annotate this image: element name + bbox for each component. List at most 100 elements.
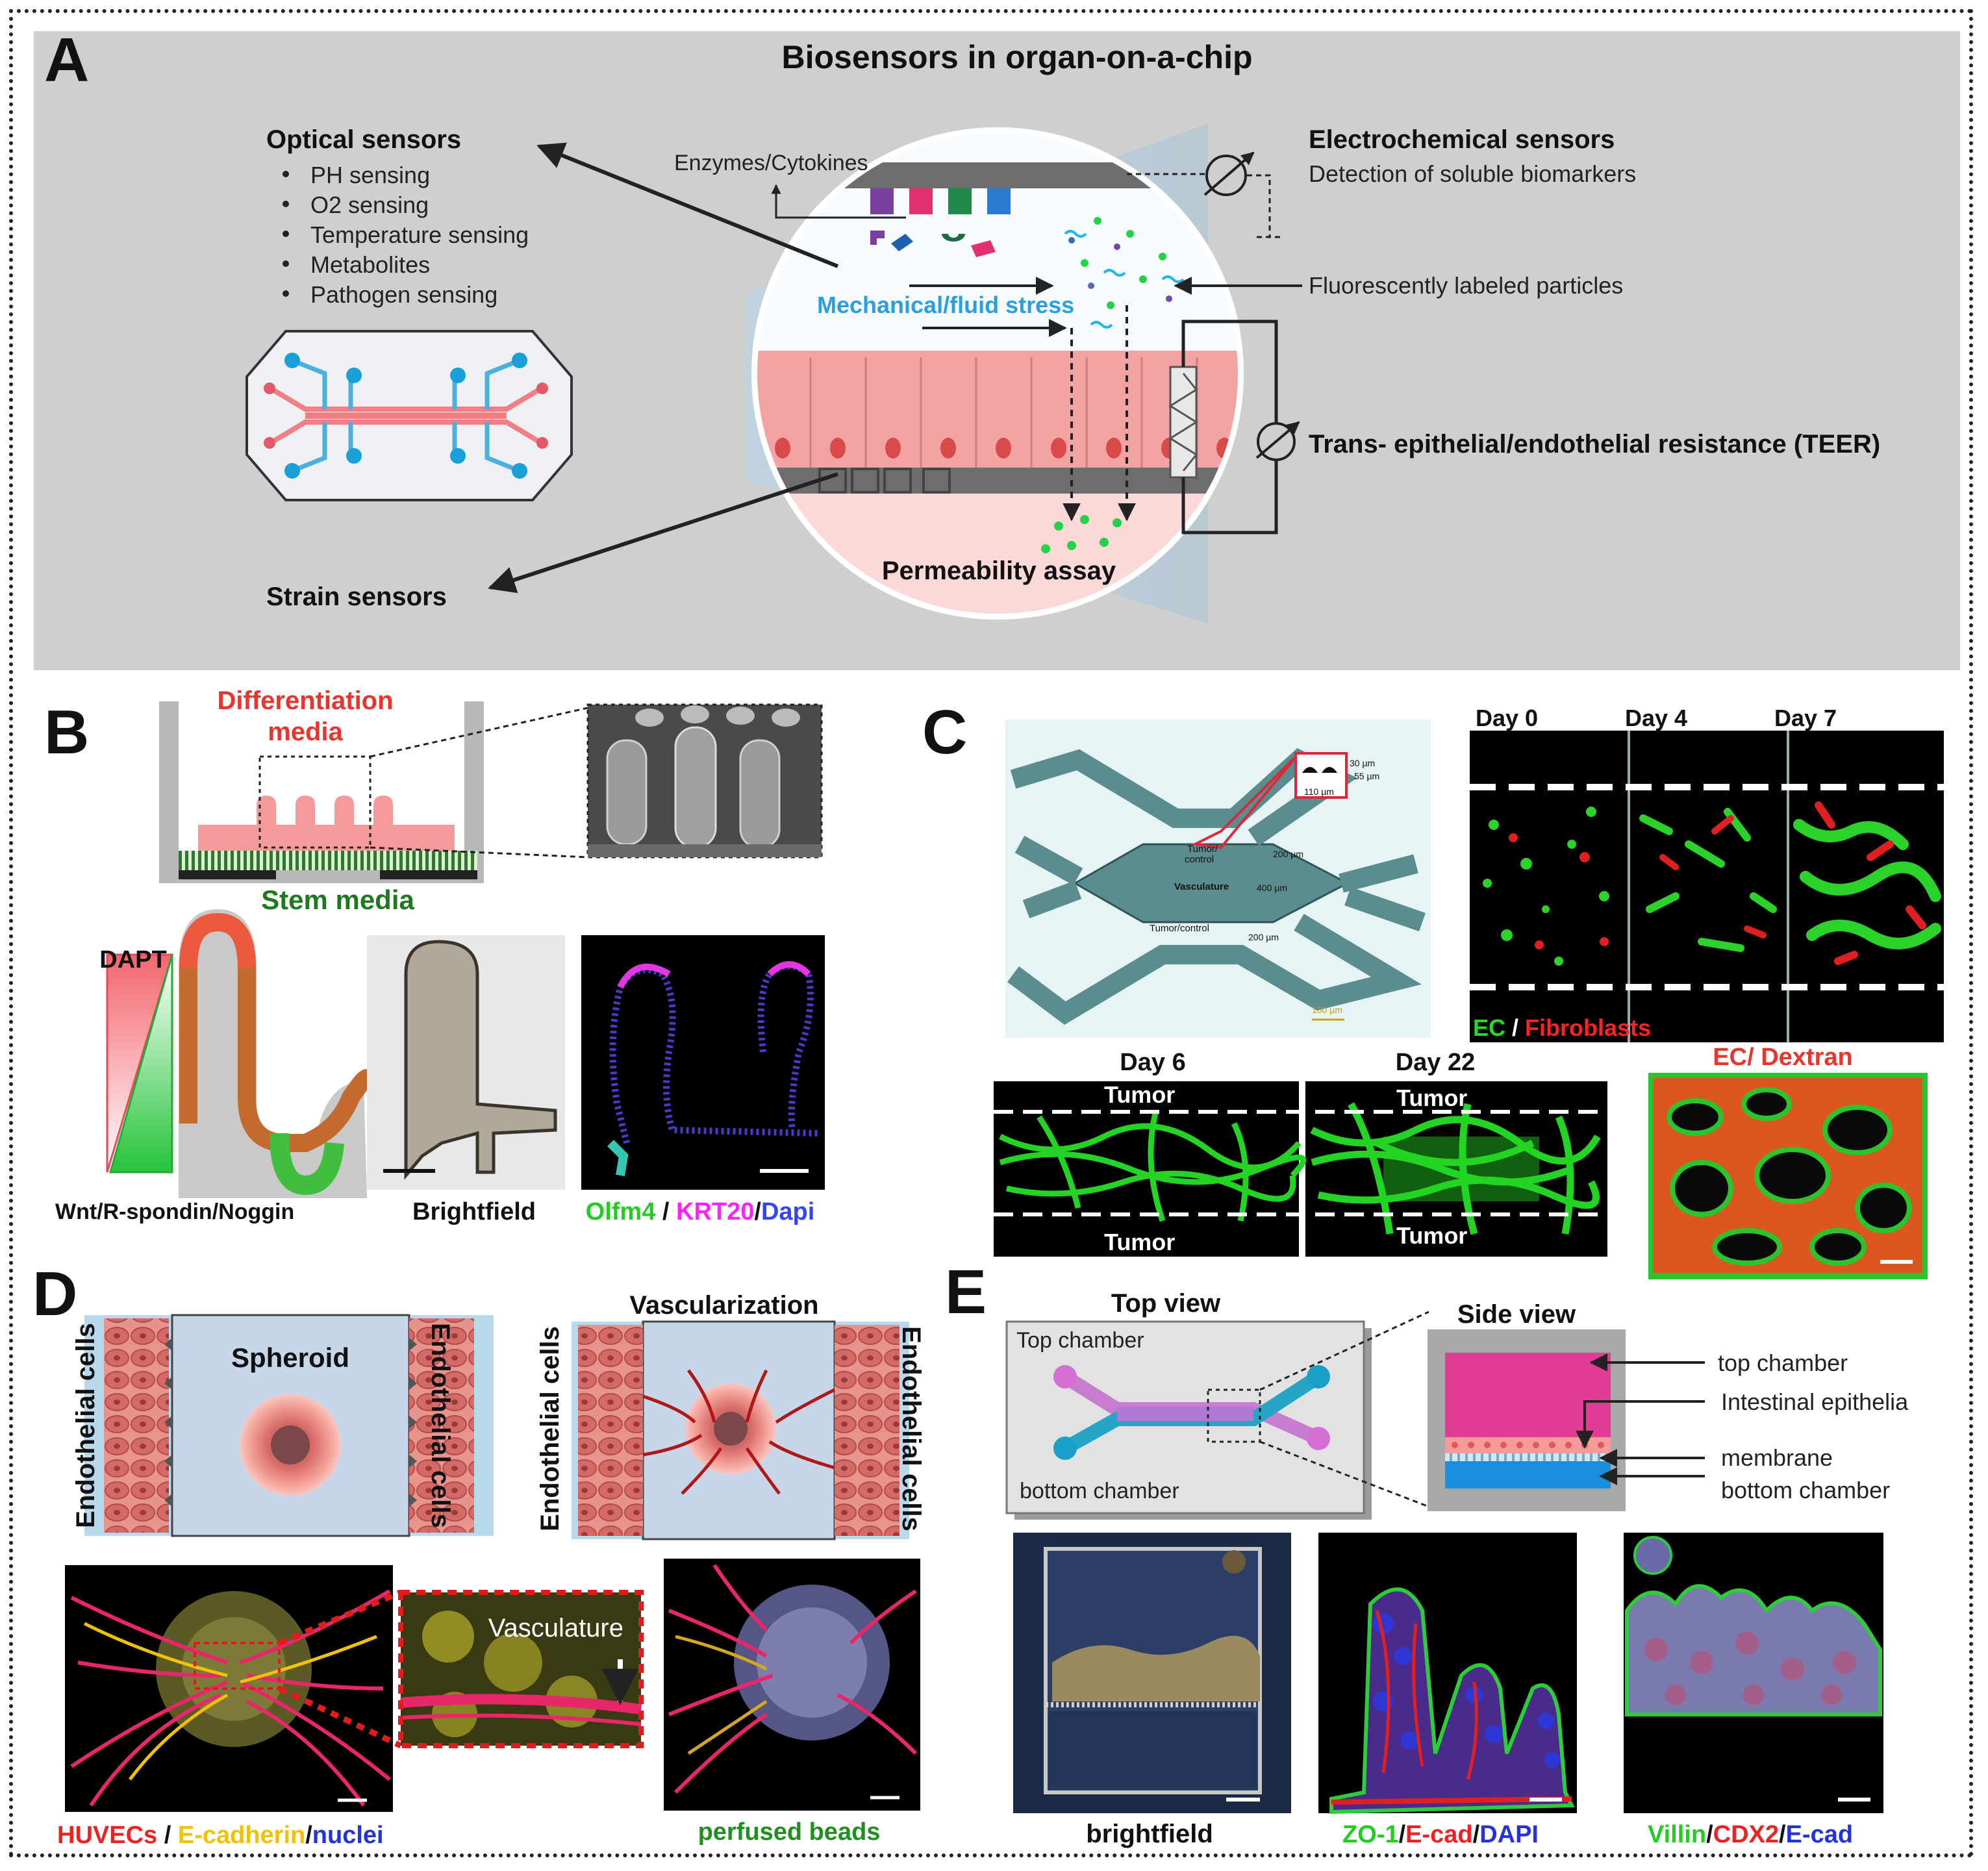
ec-fibroblast-timecourse-images bbox=[1470, 731, 1944, 1042]
chip-label-tumor-control-2: Tumor/control bbox=[1150, 923, 1209, 934]
endothelial-cells-label: Endothelial cells bbox=[536, 1326, 564, 1531]
epithelia-arrow bbox=[1576, 1400, 1705, 1449]
label-separator: / bbox=[1779, 1821, 1786, 1848]
panel-d-letter: D bbox=[32, 1259, 77, 1329]
optical-item: PH sensing bbox=[310, 162, 430, 188]
dimension-400um: 400 µm bbox=[1257, 883, 1287, 893]
panel-b-letter: B bbox=[44, 697, 89, 767]
panel-a-title: Biosensors in organ-on-a-chip bbox=[781, 39, 1252, 75]
mechanical-stress-label: Mechanical/fluid stress bbox=[817, 292, 1074, 318]
dimension-200um-2: 200 µm bbox=[1248, 932, 1279, 942]
vessel-growth-images bbox=[994, 1081, 1607, 1257]
label-separator: / bbox=[1505, 1014, 1525, 1041]
top-chamber-label: Top chamber bbox=[1016, 1328, 1144, 1353]
huvecs-label: HUVECs bbox=[57, 1822, 157, 1849]
ec-label: EC bbox=[1473, 1014, 1505, 1041]
zo1-ecad-dapi-label: ZO-1/E-cad/DAPI bbox=[1342, 1821, 1539, 1848]
optical-item: Metabolites bbox=[310, 251, 430, 278]
dimension-200um-1: 200 µm bbox=[1273, 849, 1303, 859]
perfused-beads-label: perfused beads bbox=[698, 1818, 881, 1846]
label-separator: / bbox=[655, 1198, 676, 1225]
optical-sensors-list: PH sensing O2 sensing Temperature sensin… bbox=[283, 162, 529, 308]
ec-dextran-label: EC/ Dextran bbox=[1713, 1044, 1852, 1071]
villin-cdx2-ecad-label: Villin/CDX2/E-cad bbox=[1648, 1821, 1853, 1848]
endothelial-cells-label: Endothelial cells bbox=[897, 1326, 925, 1531]
ecad-label: E-cad bbox=[1405, 1821, 1472, 1848]
label-separator: / bbox=[1706, 1821, 1713, 1848]
sem-micropillar-image bbox=[586, 703, 823, 859]
chip-device-icon bbox=[245, 330, 573, 501]
ecad-label: E-cad bbox=[1786, 1821, 1853, 1848]
day6-label: Day 6 bbox=[1120, 1049, 1185, 1076]
day22-label: Day 22 bbox=[1396, 1049, 1476, 1076]
panel-a-letter: A bbox=[44, 25, 89, 95]
olfm4-krt20-dapi-label: Olfm4 / KRT20/Dapi bbox=[586, 1198, 815, 1225]
dapi-label: DAPI bbox=[1479, 1821, 1539, 1848]
zoom-line bbox=[278, 1589, 402, 1646]
wnt-gradient bbox=[109, 954, 173, 1174]
ecadherin-label: E-cadherin bbox=[178, 1822, 305, 1849]
day0-label: Day 0 bbox=[1476, 705, 1538, 731]
krt20-label: KRT20 bbox=[676, 1198, 754, 1225]
scale-100um: 100 µm bbox=[1312, 1005, 1342, 1015]
olfm4-krt20-image bbox=[581, 935, 825, 1190]
villin-label: Villin bbox=[1648, 1821, 1706, 1848]
optical-item: O2 sensing bbox=[310, 192, 429, 218]
vascularization-label: Vascularization bbox=[629, 1291, 818, 1320]
ec-fibroblasts-label: EC / Fibroblasts bbox=[1473, 1014, 1651, 1041]
brightfield-label: Brightfield bbox=[412, 1198, 536, 1225]
chip-label-tumor-control-1b: control bbox=[1185, 854, 1214, 865]
side-label-top-chamber: top chamber bbox=[1718, 1350, 1848, 1376]
label-separator: / bbox=[305, 1822, 312, 1849]
perfused-beads-image bbox=[664, 1559, 920, 1811]
brightfield-label: brightfield bbox=[1086, 1820, 1213, 1848]
spheroid-label: Spheroid bbox=[231, 1342, 349, 1373]
side-label-bottom-chamber: bottom chamber bbox=[1721, 1477, 1890, 1503]
top-view-chip-schematic bbox=[1005, 1311, 1429, 1520]
ec-dextran-image bbox=[1648, 1073, 1928, 1279]
bottom-chamber-label: bottom chamber bbox=[1020, 1479, 1179, 1503]
enzymes-cytokines-label: Enzymes/Cytokines bbox=[674, 151, 868, 175]
panel-c: C Tumor/ control Vasculature Tumor/contr… bbox=[922, 697, 1944, 1279]
endothelial-cells-label: Endothelial cells bbox=[426, 1323, 455, 1528]
vascularization-schematic bbox=[572, 1320, 909, 1540]
chip-label-tumor-control-1: Tumor/ bbox=[1187, 844, 1218, 855]
huvec-ecadherin-nuclei-label: HUVECs / E-cadherin/nuclei bbox=[57, 1822, 384, 1849]
chip-label-vasculature: Vasculature bbox=[1174, 881, 1229, 892]
differentiation-media-line1: Differentiation bbox=[217, 686, 393, 715]
electrochemical-meter-icon bbox=[1127, 151, 1283, 238]
side-view-schematic bbox=[1428, 1329, 1626, 1511]
electrochemical-heading: Electrochemical sensors bbox=[1309, 125, 1615, 154]
enzymes-arrow bbox=[771, 184, 906, 219]
optical-sensors-heading: Optical sensors bbox=[266, 125, 461, 154]
electrochemical-detail: Detection of soluble biomarkers bbox=[1309, 160, 1636, 187]
label-separator: / bbox=[1473, 1821, 1480, 1848]
crypt-villus-schematic bbox=[179, 909, 371, 1198]
fibroblasts-label: Fibroblasts bbox=[1525, 1014, 1651, 1041]
panel-b: B Differentiation media Stem media DAPT bbox=[44, 686, 825, 1225]
panel-e-letter: E bbox=[945, 1257, 987, 1327]
zo1-ecad-dapi-image bbox=[1318, 1533, 1577, 1814]
huvec-ecadherin-image bbox=[65, 1565, 393, 1812]
tumor-label: Tumor bbox=[1396, 1222, 1467, 1249]
label-separator: / bbox=[754, 1198, 761, 1225]
olfm4-label: Olfm4 bbox=[586, 1198, 656, 1225]
day7-label: Day 7 bbox=[1774, 705, 1837, 731]
label-separator: / bbox=[1399, 1821, 1406, 1848]
permeability-label: Permeability assay bbox=[882, 557, 1116, 585]
wnt-rspondin-noggin-label: Wnt/R-spondin/Noggin bbox=[55, 1199, 294, 1224]
tumor-label: Tumor bbox=[1104, 1229, 1175, 1255]
side-view-label: Side view bbox=[1457, 1300, 1576, 1329]
fluorescent-particles-label: Fluorescently labeled particles bbox=[1309, 272, 1623, 299]
enzyme-receptor-icons bbox=[870, 188, 1011, 257]
strain-arrow bbox=[488, 472, 838, 594]
side-label-membrane: membrane bbox=[1721, 1444, 1833, 1471]
dapi-label: Dapi bbox=[761, 1198, 814, 1225]
teer-label: Trans- epithelial/endothelial resistance… bbox=[1309, 430, 1880, 458]
optical-item: Pathogen sensing bbox=[310, 281, 497, 308]
tumor-label: Tumor bbox=[1396, 1085, 1467, 1111]
optical-arrow bbox=[536, 142, 839, 268]
differentiation-media-line2: media bbox=[268, 718, 343, 746]
panel-a: A Biosensors in organ-on-a-chip Optical … bbox=[34, 25, 1960, 670]
